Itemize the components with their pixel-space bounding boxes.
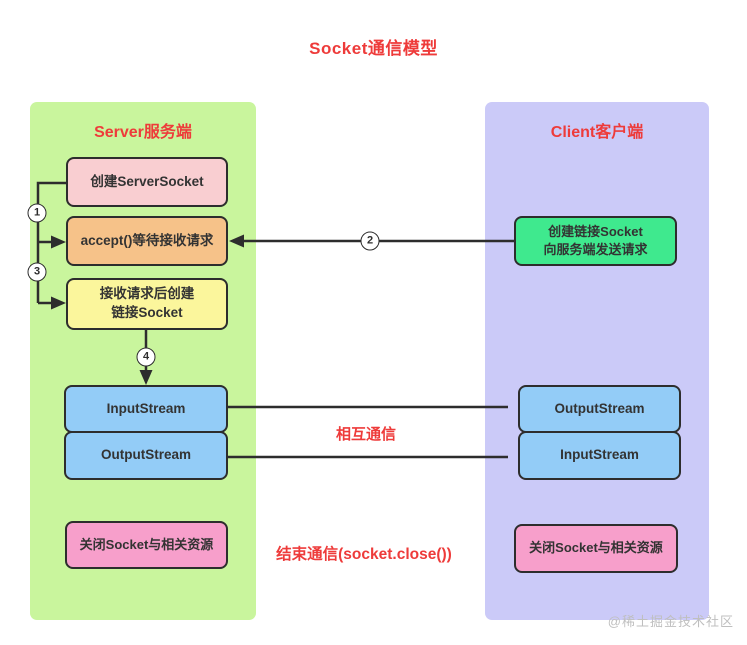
server-create-serversocket-label: 创建ServerSocket <box>90 173 204 189</box>
client-create-socket-label-line2: 向服务端发送请求 <box>543 242 648 257</box>
mutual-communication-label: 相互通信 <box>335 426 397 443</box>
arrowhead-down-inputstream <box>139 370 153 385</box>
client-outputstream-label: OutputStream <box>554 400 645 416</box>
client-panel-title: Client客户端 <box>550 124 644 141</box>
client-inputstream-box: InputStream <box>518 431 681 480</box>
server-create-serversocket-box: 创建ServerSocket <box>66 157 228 207</box>
client-inputstream-label: InputStream <box>560 447 639 463</box>
arrowhead-right-socket <box>51 296 66 310</box>
client-close-socket-box: 关闭Socket与相关资源 <box>514 524 678 573</box>
end-communication-label: 结束通信(socket.close()) <box>276 546 452 563</box>
server-close-socket-label: 关闭Socket与相关资源 <box>79 536 214 552</box>
server-create-link-socket-label-line2: 链接Socket <box>111 305 183 320</box>
arrowhead-left-accept <box>229 234 244 248</box>
arrowhead-right-accept <box>51 235 66 249</box>
server-inputstream-label: InputStream <box>106 400 186 416</box>
server-create-link-socket-box: 接收请求后创建 链接Socket <box>66 278 228 330</box>
server-create-link-socket-label-line1: 接收请求后创建 <box>99 286 195 302</box>
client-outputstream-box: OutputStream <box>518 385 681 433</box>
server-outputstream-box: OutputStream <box>64 431 228 480</box>
watermark: @稀土掘金技术社区 <box>607 614 734 629</box>
page-title: Socket通信模型 <box>309 39 438 58</box>
step-4-badge: 4 <box>136 347 156 367</box>
step-2-badge: 2 <box>360 231 380 251</box>
client-create-socket-box: 创建链接Socket 向服务端发送请求 <box>514 216 677 266</box>
server-accept-box: accept()等待接收请求 <box>66 216 228 266</box>
client-close-socket-label: 关闭Socket与相关资源 <box>529 540 663 556</box>
client-create-socket-label-line1: 创建链接Socket <box>548 223 643 239</box>
server-outputstream-label: OutputStream <box>100 447 191 463</box>
server-panel-title: Server服务端 <box>94 124 192 141</box>
step-1-badge: 1 <box>27 203 47 223</box>
server-inputstream-box: InputStream <box>64 385 228 433</box>
step-3-badge: 3 <box>27 262 47 282</box>
server-close-socket-box: 关闭Socket与相关资源 <box>65 521 228 569</box>
server-accept-label: accept()等待接收请求 <box>80 232 214 248</box>
